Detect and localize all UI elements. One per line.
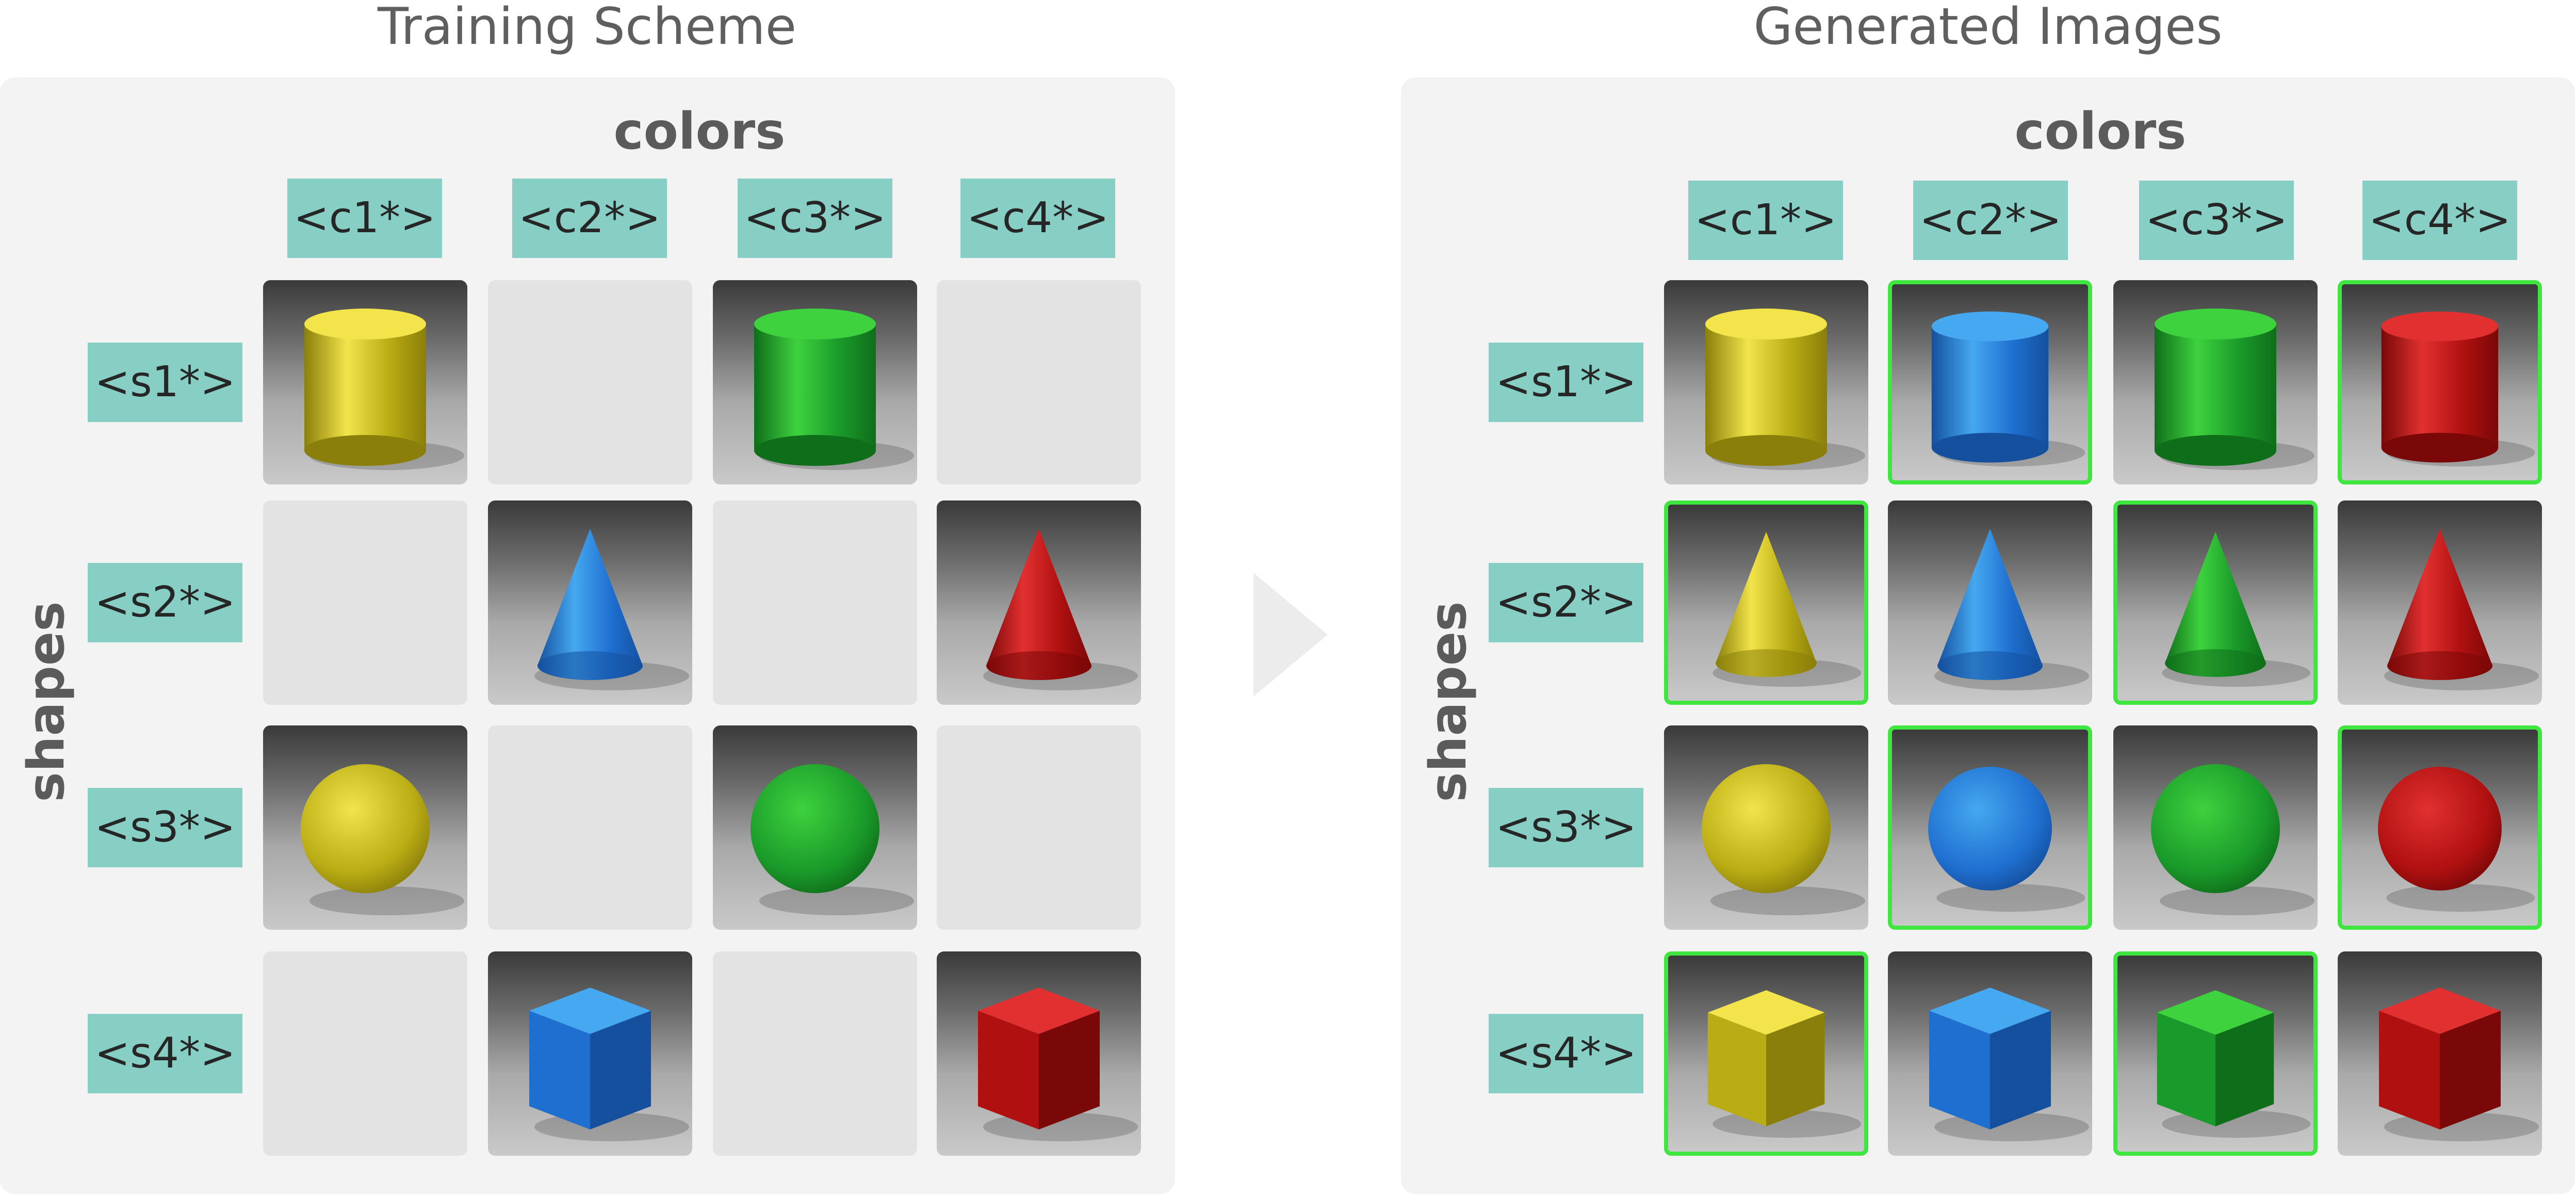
generated-image-cell xyxy=(2113,951,2318,1156)
blue-cone-shape xyxy=(1934,529,2089,690)
shape-token-tag: <s3*> xyxy=(88,788,242,867)
generated-image-cell xyxy=(2338,725,2542,930)
generated-image-cell xyxy=(1888,725,2092,930)
generated-image-cell xyxy=(1664,500,1868,705)
empty-cell xyxy=(713,951,917,1156)
color-token-tag: <c3*> xyxy=(2139,181,2294,260)
training-scheme-title: Training Scheme xyxy=(377,0,797,56)
red-cube-shape xyxy=(2379,988,2539,1141)
image-cell xyxy=(1888,500,2092,705)
shapes-axis-label: shapes xyxy=(17,601,76,802)
shape-token-tag: <s4*> xyxy=(88,1014,242,1093)
image-cell xyxy=(1664,280,1868,484)
image-cell xyxy=(713,725,917,930)
red-cube-shape xyxy=(978,988,1138,1141)
green-cylinder-shape xyxy=(754,309,914,470)
color-token-tag: <c2*> xyxy=(512,179,667,258)
image-cell xyxy=(937,951,1141,1156)
blue-cone-shape xyxy=(534,529,689,690)
red-sphere-shape xyxy=(2378,766,2535,912)
yellow-cone-shape xyxy=(1713,531,1862,687)
generated-image-cell xyxy=(1888,280,2092,484)
shape-token-tag: <s4*> xyxy=(1489,1014,1643,1093)
image-cell xyxy=(937,500,1141,705)
arrow-right-icon xyxy=(1253,573,1328,697)
empty-cell xyxy=(488,280,692,484)
shapes-axis-label: shapes xyxy=(1419,601,1478,802)
empty-cell xyxy=(937,280,1141,484)
shape-token-tag: <s2*> xyxy=(88,563,242,642)
yellow-cube-shape xyxy=(1707,990,1862,1138)
empty-cell xyxy=(488,725,692,930)
yellow-cylinder-shape xyxy=(304,309,464,470)
color-token-tag: <c4*> xyxy=(960,179,1115,258)
image-cell xyxy=(2113,725,2318,930)
image-cell xyxy=(1664,725,1868,930)
green-sphere-shape xyxy=(2151,764,2314,915)
green-sphere-shape xyxy=(751,764,914,915)
generated-image-cell xyxy=(1664,951,1868,1156)
color-token-tag: <c1*> xyxy=(287,179,442,258)
color-token-tag: <c4*> xyxy=(2362,181,2517,260)
yellow-sphere-shape xyxy=(1702,764,1865,915)
generated-image-cell xyxy=(2113,500,2318,705)
image-cell xyxy=(488,951,692,1156)
image-cell xyxy=(2113,280,2318,484)
empty-cell xyxy=(263,500,467,705)
color-token-tag: <c2*> xyxy=(1913,181,2068,260)
blue-cube-shape xyxy=(529,988,689,1141)
image-cell xyxy=(2338,951,2542,1156)
shape-token-tag: <s2*> xyxy=(1489,563,1643,642)
generated-images-title: Generated Images xyxy=(1753,0,2223,56)
green-cube-shape xyxy=(2157,990,2311,1138)
green-cylinder-shape xyxy=(2155,309,2314,470)
red-cone-shape xyxy=(983,529,1138,690)
empty-cell xyxy=(713,500,917,705)
shape-token-tag: <s3*> xyxy=(1489,788,1643,867)
colors-axis-label: colors xyxy=(2014,102,2187,161)
red-cylinder-shape xyxy=(2381,311,2535,467)
image-cell xyxy=(488,500,692,705)
image-cell xyxy=(263,725,467,930)
color-token-tag: <c3*> xyxy=(738,179,892,258)
image-cell xyxy=(1888,951,2092,1156)
shape-token-tag: <s1*> xyxy=(88,343,242,422)
blue-cylinder-shape xyxy=(1931,311,2085,467)
blue-sphere-shape xyxy=(1928,766,2085,912)
yellow-sphere-shape xyxy=(301,764,464,915)
red-cone-shape xyxy=(2384,529,2539,690)
empty-cell xyxy=(937,725,1141,930)
shape-token-tag: <s1*> xyxy=(1489,343,1643,422)
generated-image-cell xyxy=(2338,280,2542,484)
yellow-cylinder-shape xyxy=(1705,309,1865,470)
image-cell xyxy=(263,280,467,484)
image-cell xyxy=(713,280,917,484)
blue-cube-shape xyxy=(1929,988,2089,1141)
image-cell xyxy=(2338,500,2542,705)
empty-cell xyxy=(263,951,467,1156)
green-cone-shape xyxy=(2162,531,2311,687)
colors-axis-label: colors xyxy=(613,102,786,161)
color-token-tag: <c1*> xyxy=(1688,181,1843,260)
